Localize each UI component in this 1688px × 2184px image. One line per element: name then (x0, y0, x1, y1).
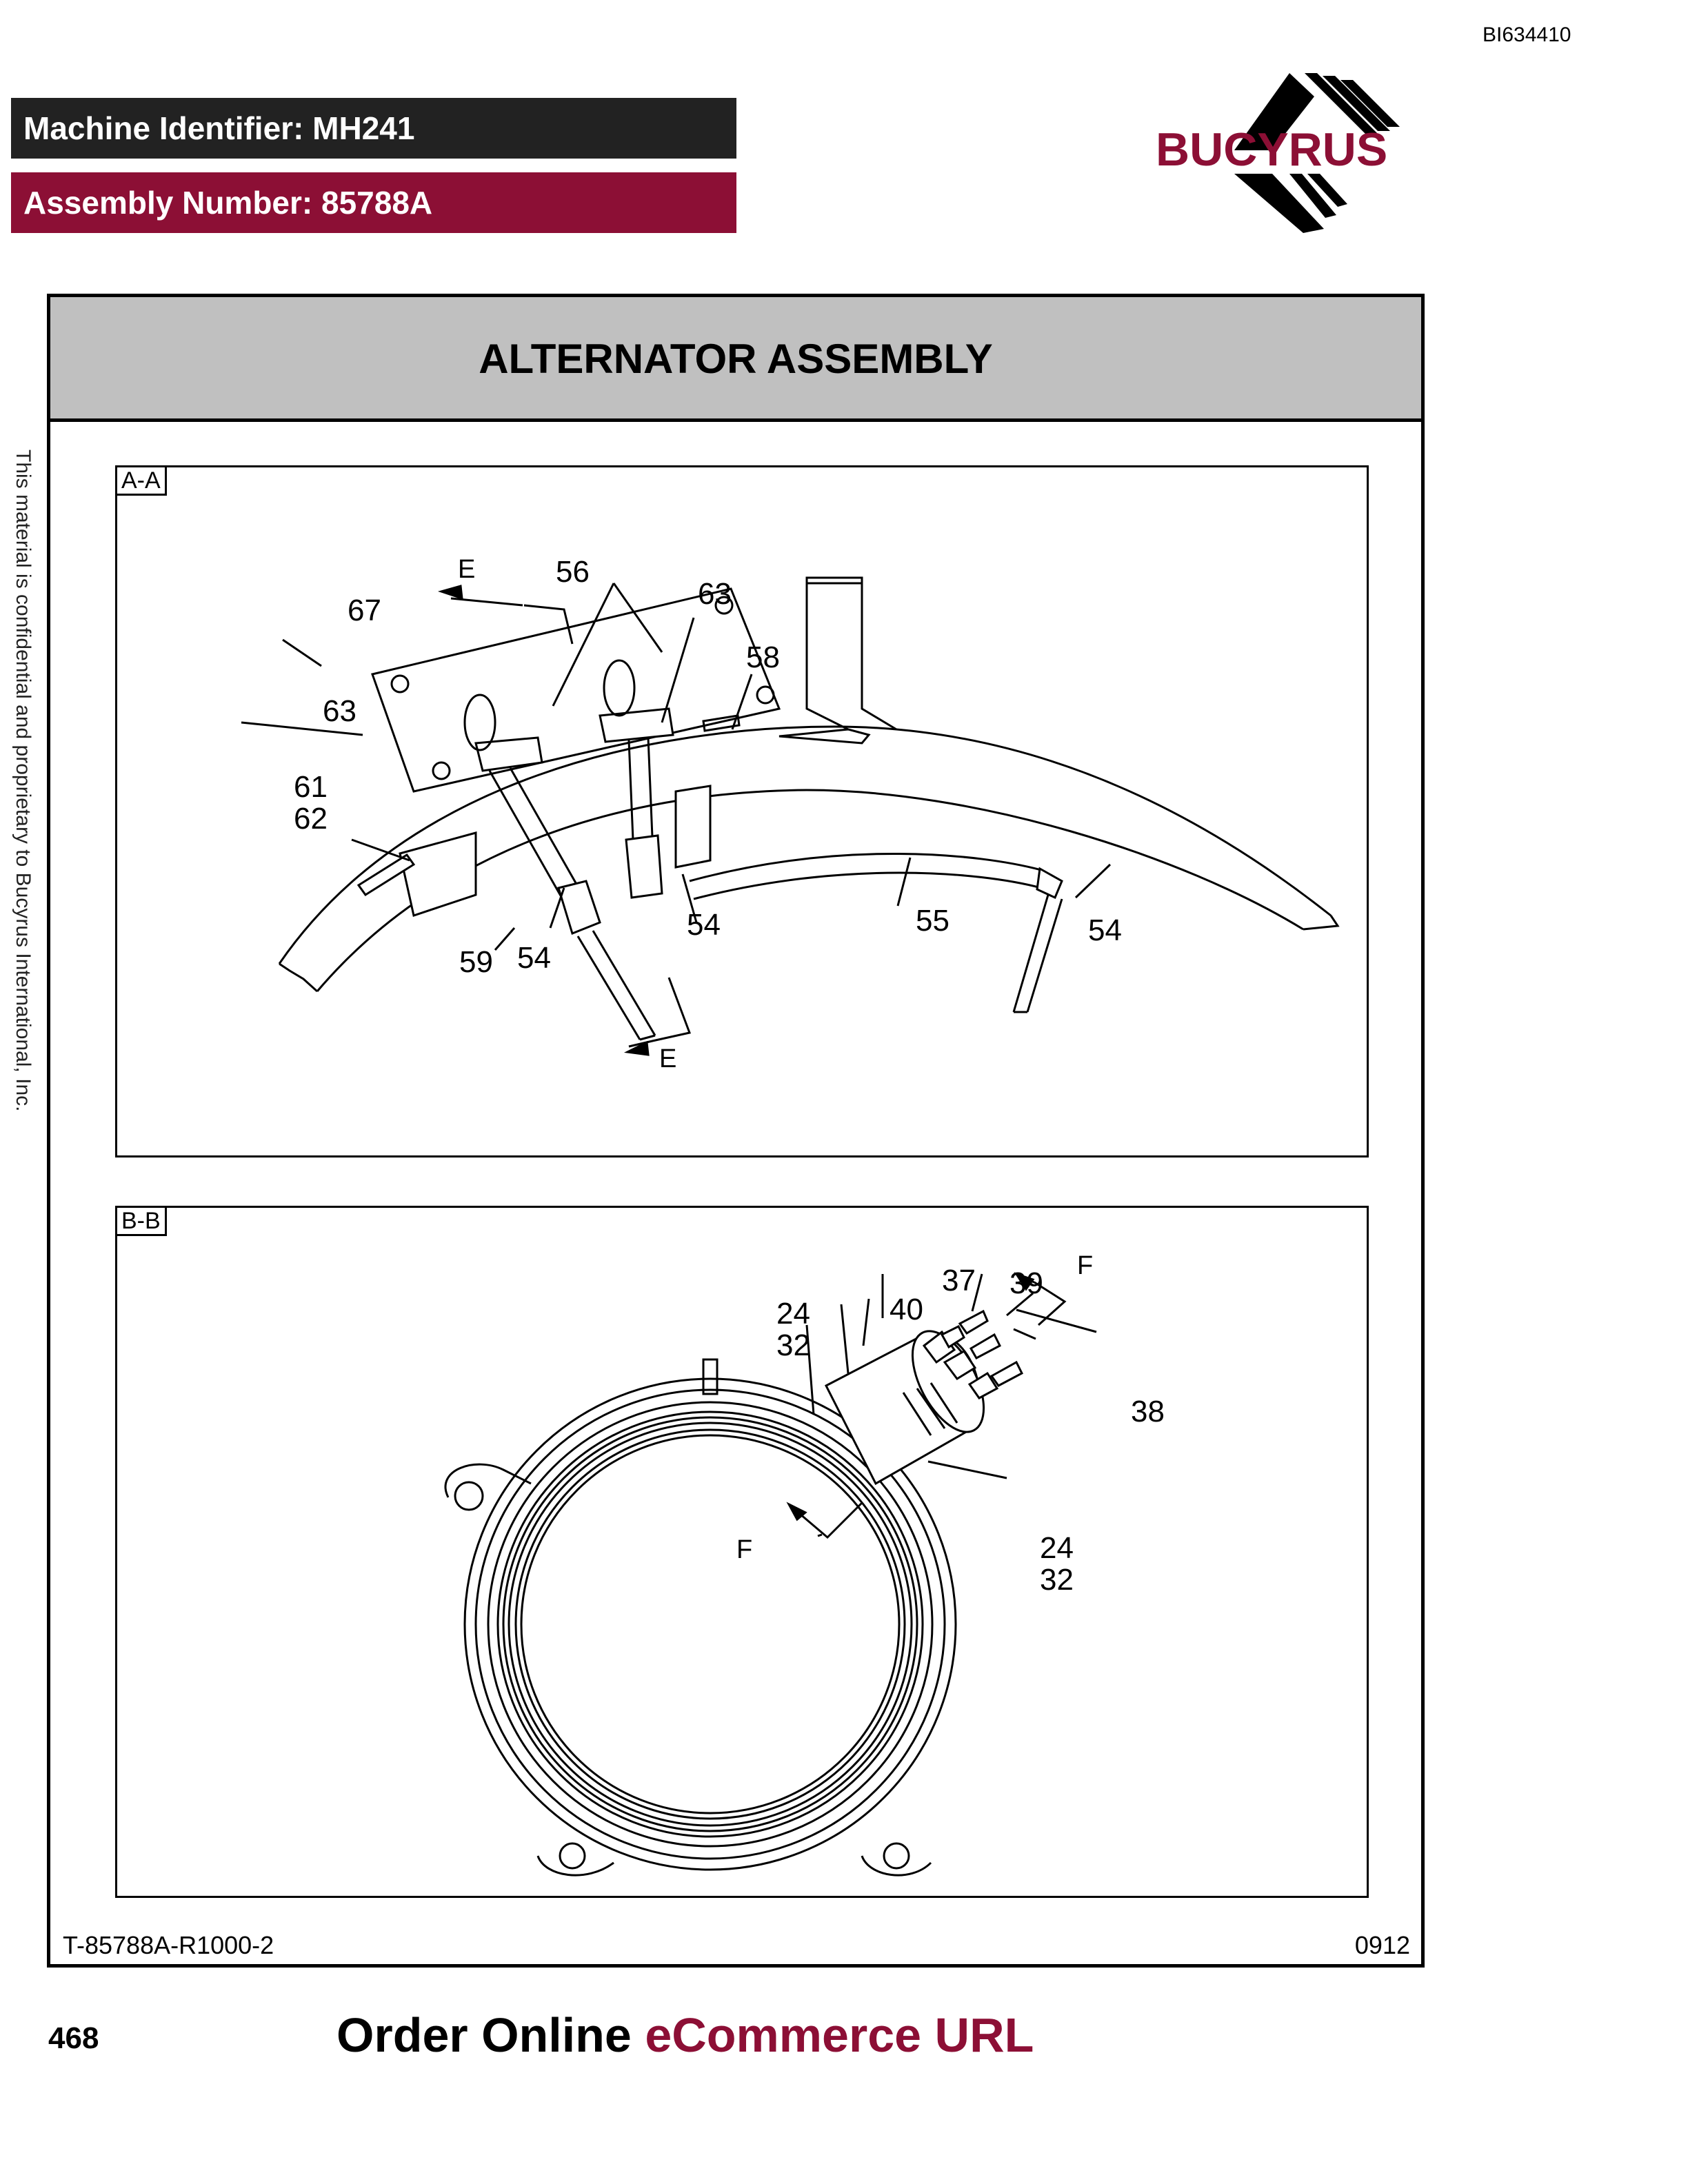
section-arrow-e-bottom: E (659, 1044, 676, 1073)
alternator-section-a-a-drawing: E 56 63 67 58 63 61 62 54 55 54 59 54 E (241, 555, 1340, 1073)
callout-39: 39 (1009, 1266, 1043, 1300)
confidentiality-note: This material is confidential and propri… (12, 449, 34, 1112)
section-arrow-f-top: F (1077, 1251, 1093, 1280)
drawing-number: T-85788A-R1000-2 (63, 1931, 274, 1959)
drawing-frame: ALTERNATOR ASSEMBLY A-A (47, 294, 1425, 1968)
callout-54-left: 54 (517, 941, 551, 975)
bucyrus-logo: BUCYRUS (1156, 73, 1400, 233)
callout-62: 62 (294, 802, 328, 836)
callout-63-top: 63 (698, 577, 732, 611)
callout-37: 37 (942, 1264, 976, 1297)
assembly-number-band: Assembly Number: 85788A (11, 172, 736, 233)
callout-58: 58 (746, 640, 780, 674)
view-tag-b-b: B-B (117, 1208, 167, 1236)
callout-63-left: 63 (323, 694, 356, 728)
callout-56: 56 (556, 555, 590, 589)
alternator-section-b-b-drawing: F 37 39 40 24 32 38 24 32 F (444, 1251, 1165, 1877)
order-online-link[interactable]: Order Online eCommerce URL (336, 2008, 1034, 2063)
logo-wordmark: BUCYRUS (1156, 123, 1387, 176)
callout-32-right: 32 (1040, 1563, 1074, 1597)
document-id: BI634410 (1483, 23, 1571, 46)
callout-40: 40 (890, 1293, 923, 1326)
callout-38: 38 (1131, 1395, 1165, 1428)
callout-59: 59 (459, 945, 493, 979)
drawing-title: ALTERNATOR ASSEMBLY (50, 297, 1421, 422)
callout-54-mid: 54 (687, 908, 721, 942)
callout-32-top: 32 (776, 1328, 810, 1362)
section-arrow-f-center: F (736, 1535, 752, 1564)
order-online-text: Order Online (336, 2008, 645, 2062)
view-a-a: A-A (115, 465, 1369, 1157)
callout-67: 67 (348, 594, 381, 627)
callout-24-top: 24 (776, 1297, 810, 1331)
section-arrow-e-top: E (458, 555, 475, 584)
callout-61: 61 (294, 770, 328, 804)
callout-24-right: 24 (1040, 1531, 1074, 1565)
ecommerce-url-text: eCommerce URL (645, 2008, 1034, 2062)
machine-identifier-band: Machine Identifier: MH241 (11, 98, 736, 159)
callout-55: 55 (916, 904, 950, 938)
view-b-b: B-B (115, 1206, 1369, 1898)
revision-code: 0912 (1354, 1931, 1410, 1959)
callout-54-right: 54 (1088, 913, 1122, 947)
page-number: 468 (48, 2021, 99, 2055)
view-tag-a-a: A-A (117, 467, 167, 496)
